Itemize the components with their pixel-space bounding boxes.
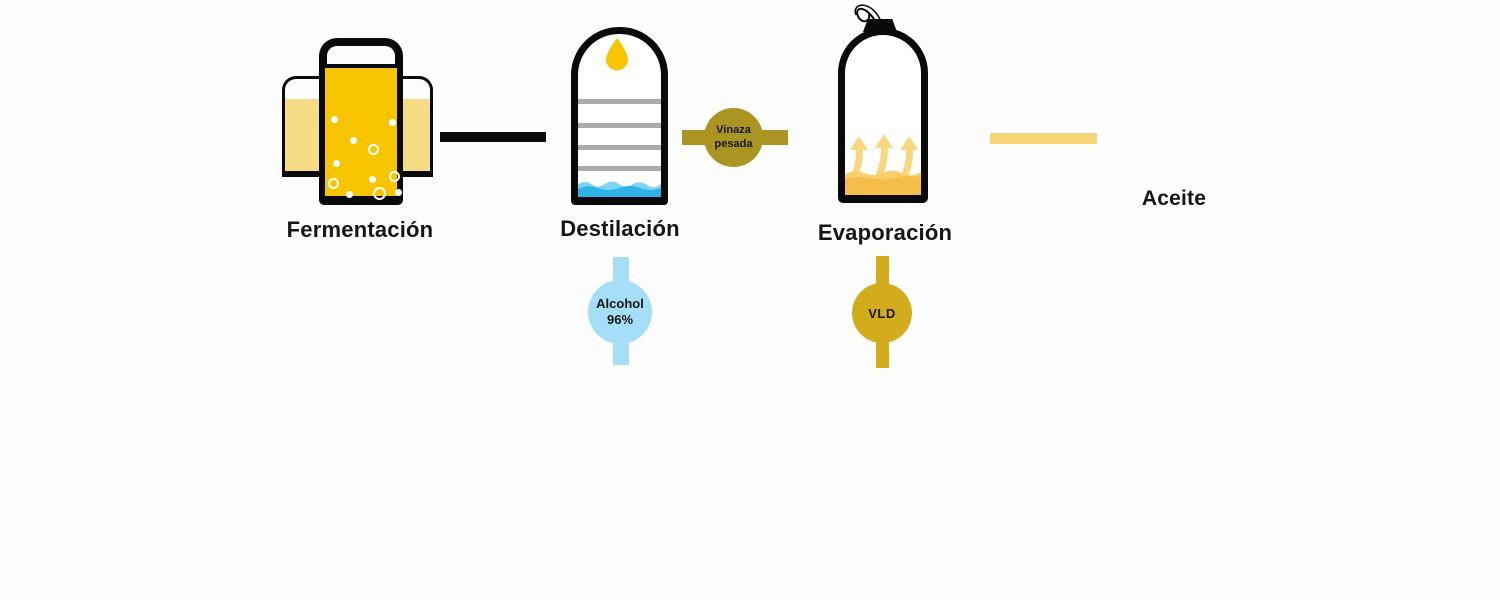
bubble-icon <box>350 137 357 144</box>
fermenter-lid-arch <box>319 38 403 76</box>
vinaza-connector-right <box>761 130 788 145</box>
alcohol-connector-top <box>613 257 629 282</box>
vinaza-label-line2: pesada <box>714 137 753 150</box>
evaporation-liquid <box>845 170 921 195</box>
column-tray <box>578 145 661 150</box>
alcohol-badge: Alcohol 96% <box>588 280 652 344</box>
vld-connector-top <box>876 256 889 284</box>
aceite-label: Aceite <box>1141 187 1207 210</box>
steam-swirl-icon <box>854 4 883 27</box>
evaporation-label: Evaporación <box>817 220 953 245</box>
vinaza-connector-left <box>682 130 705 145</box>
bubble-icon <box>328 178 339 189</box>
connector-evaporation-to-aceite <box>990 133 1097 144</box>
distillation-column-icon <box>571 27 668 205</box>
vld-connector-bottom <box>876 342 889 368</box>
column-tray <box>578 99 661 104</box>
bubble-icon <box>389 119 396 126</box>
column-tray <box>578 166 661 171</box>
vld-badge: VLD <box>852 283 912 343</box>
column-tray <box>578 123 661 128</box>
bubble-icon <box>368 144 379 155</box>
vinaza-label-line1: Vinaza <box>716 123 751 136</box>
bubble-icon <box>373 187 386 200</box>
fermenter-inner-tank <box>319 64 403 205</box>
alcohol-connector-bottom <box>613 343 629 365</box>
vld-label: VLD <box>868 305 896 321</box>
alcohol-label-line2: 96% <box>606 312 634 327</box>
vinaza-badge: Vinaza pesada <box>704 108 763 167</box>
alcohol-label-line1: Alcohol <box>596 296 644 312</box>
bubble-icon <box>389 171 400 182</box>
bubble-icon <box>395 189 402 196</box>
droplet-icon <box>606 38 628 71</box>
bubble-icon <box>333 160 340 167</box>
bubble-icon <box>331 116 338 123</box>
evaporation-vessel-body <box>838 28 928 203</box>
distillation-label: Destilación <box>560 216 680 241</box>
column-liquid <box>578 181 661 197</box>
bubble-icon <box>369 176 376 183</box>
connector-fermentation-to-distillation <box>440 132 546 142</box>
bubble-icon <box>346 191 353 198</box>
fermentation-label: Fermentación <box>286 217 434 242</box>
